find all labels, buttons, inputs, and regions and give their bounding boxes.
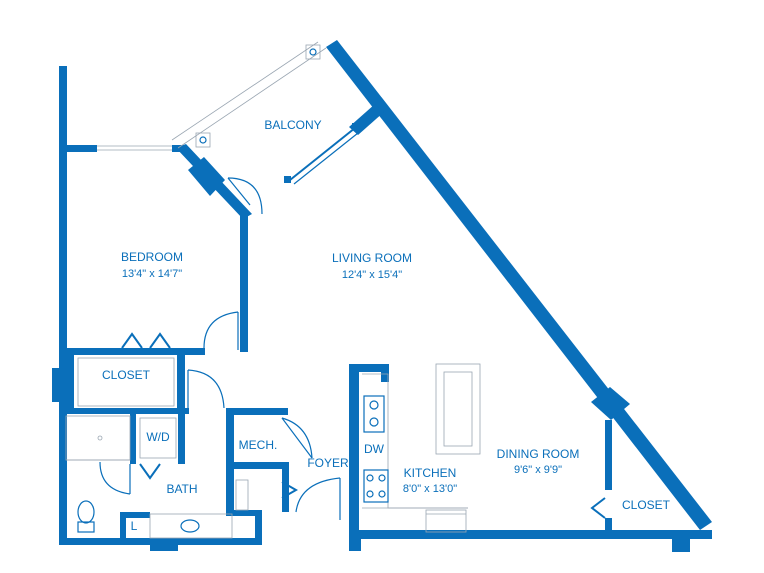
bedroom-closet-label: CLOSET [102, 368, 151, 382]
kitchen-label: KITCHEN [404, 466, 457, 480]
labels: BALCONY BEDROOM 13'4" x 14'7" LIVING ROO… [102, 118, 671, 533]
living-room-size: 12'4" x 15'4" [342, 269, 402, 281]
dw-label: DW [364, 442, 385, 456]
walls [52, 40, 712, 552]
mech-label: MECH. [239, 438, 278, 452]
kitchen-size: 8'0" x 13'0" [403, 483, 457, 495]
dining-closet-label: CLOSET [622, 498, 671, 512]
bedroom-label: BEDROOM [121, 250, 183, 264]
details [65, 41, 606, 539]
dining-room-size: 9'6" x 9'9" [514, 464, 562, 476]
bath-label: BATH [166, 482, 197, 496]
wd-label: W/D [146, 430, 170, 444]
linen-label: L [131, 519, 138, 533]
balcony-label: BALCONY [264, 118, 321, 132]
foyer-label: FOYER [307, 456, 349, 470]
living-room-label: LIVING ROOM [332, 251, 412, 265]
dining-room-label: DINING ROOM [497, 447, 580, 461]
bedroom-size: 13'4" x 14'7" [122, 268, 182, 280]
